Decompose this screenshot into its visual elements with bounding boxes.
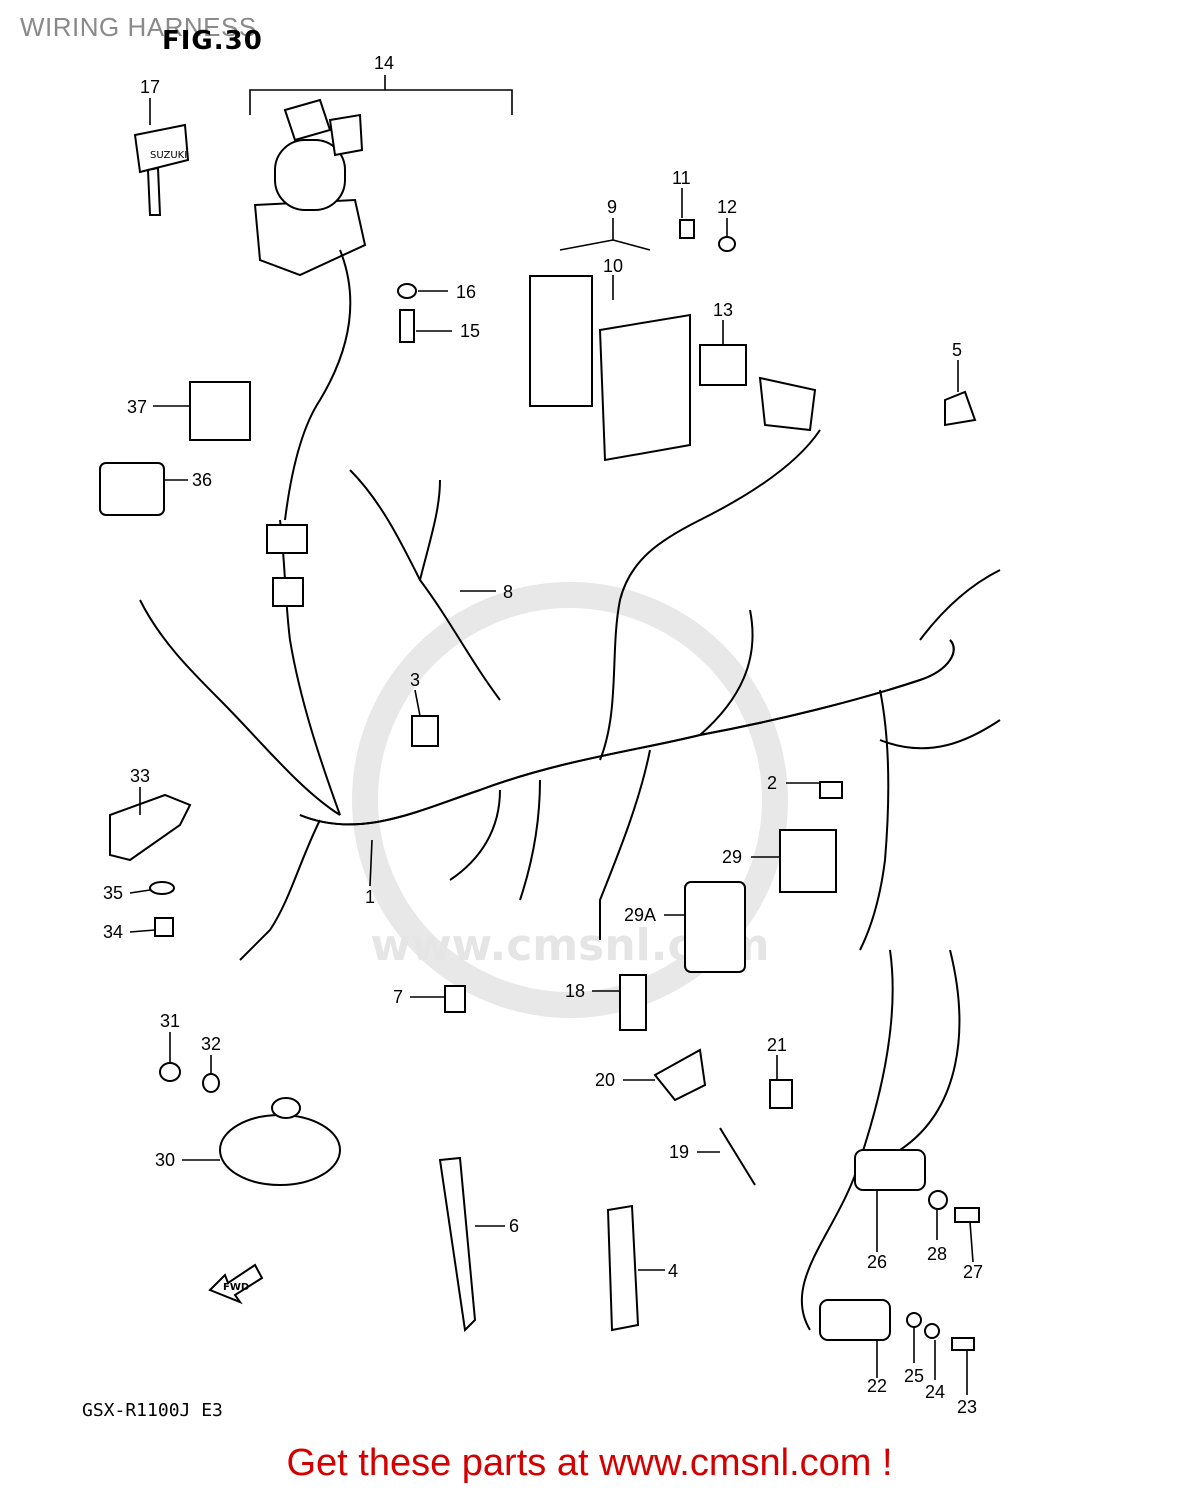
washer-12 <box>718 236 736 252</box>
spare-keys <box>283 98 364 157</box>
washer-24 <box>924 1323 940 1339</box>
callout-19: 19 <box>669 1142 689 1162</box>
switch-26 <box>854 1149 926 1191</box>
relay-29a <box>684 881 746 973</box>
callout-24: 24 <box>925 1382 945 1402</box>
callout-12: 12 <box>717 197 737 217</box>
screw-7 <box>444 985 466 1013</box>
relay-37 <box>189 381 251 441</box>
washer-16 <box>397 283 417 299</box>
screw-23 <box>951 1337 975 1351</box>
callout-25: 25 <box>904 1366 924 1386</box>
screw-15 <box>399 309 415 343</box>
fwd-arrow-label: FWD <box>223 1282 249 1293</box>
callout-8: 8 <box>503 582 513 602</box>
horn-terminal <box>271 1097 301 1119</box>
footer-link[interactable]: Get these parts at www.cmsnl.com ! <box>286 1442 893 1484</box>
figure-label: FIG.30 <box>162 26 263 56</box>
cable-tie-6 <box>438 1156 477 1333</box>
callout-16: 16 <box>456 282 476 302</box>
igniter-9 <box>529 275 593 407</box>
callout-9: 9 <box>607 197 617 217</box>
clamp-5 <box>944 390 977 427</box>
callout-26: 26 <box>867 1252 887 1272</box>
key-brand-text: SUZUKI <box>150 150 187 161</box>
relay-29 <box>779 829 837 893</box>
callout-3: 3 <box>410 670 420 690</box>
part-callouts: 14 17 11 9 12 10 16 13 15 5 37 36 8 3 33… <box>103 53 983 1417</box>
callout-7: 7 <box>393 987 403 1007</box>
screw-11 <box>679 219 695 239</box>
callout-13: 13 <box>713 300 733 320</box>
washer-28 <box>928 1190 948 1210</box>
callout-36: 36 <box>192 470 212 490</box>
bracket-14 <box>249 89 513 115</box>
callout-33: 33 <box>130 766 150 786</box>
cable-tie-4 <box>606 1204 640 1332</box>
ignition-switch <box>253 139 367 607</box>
callout-15: 15 <box>460 321 480 341</box>
callout-20: 20 <box>595 1070 615 1090</box>
model-code: GSX-R1100J E3 <box>82 1400 223 1421</box>
switch-22 <box>819 1299 891 1341</box>
callout-30: 30 <box>155 1150 175 1170</box>
washer-32 <box>202 1073 220 1093</box>
callout-28: 28 <box>927 1244 947 1264</box>
bolt-21 <box>769 1079 793 1109</box>
screw-31 <box>159 1062 181 1082</box>
callout-11: 11 <box>672 168 691 188</box>
callout-22: 22 <box>867 1376 887 1396</box>
page-title: WIRING HARNESS <box>20 12 257 42</box>
callout-35: 35 <box>103 883 123 903</box>
screw-27 <box>954 1207 980 1223</box>
forward-direction-arrow: FWD <box>208 1263 264 1305</box>
callout-10: 10 <box>603 256 623 276</box>
connector-13 <box>758 376 817 432</box>
callout-6: 6 <box>509 1216 519 1236</box>
relay-36 <box>99 462 165 516</box>
callout-27: 27 <box>963 1262 983 1282</box>
callout-17: 17 <box>140 77 160 97</box>
callout-34: 34 <box>103 922 123 942</box>
washer-25 <box>906 1312 922 1328</box>
connector-2 <box>819 781 843 799</box>
washer-35 <box>149 881 175 895</box>
callout-5: 5 <box>952 340 962 360</box>
switch-harness-22-26 <box>800 949 980 1351</box>
relay-13 <box>699 344 747 386</box>
callout-29: 29 <box>722 847 742 867</box>
switch-18 <box>619 974 647 1031</box>
main-wiring-harness <box>139 429 1001 961</box>
clamp-33 <box>109 793 192 862</box>
callout-31: 31 <box>160 1011 180 1031</box>
spring-19 <box>719 1127 756 1186</box>
ignition-key: SUZUKI <box>133 123 190 216</box>
bracket-9 <box>598 313 691 462</box>
screw-34 <box>154 917 174 937</box>
callout-2: 2 <box>767 773 777 793</box>
fuse-3 <box>411 715 439 747</box>
callout-21: 21 <box>767 1035 787 1055</box>
callout-18: 18 <box>565 981 585 1001</box>
callout-1: 1 <box>365 887 375 907</box>
horn-30 <box>219 1114 341 1186</box>
callout-29a: 29A <box>624 905 656 925</box>
callout-14: 14 <box>374 53 394 73</box>
callout-4: 4 <box>668 1261 678 1281</box>
callout-32: 32 <box>201 1034 221 1054</box>
callout-37: 37 <box>127 397 147 417</box>
bracket-20 <box>653 1048 707 1102</box>
callout-23: 23 <box>957 1397 977 1417</box>
